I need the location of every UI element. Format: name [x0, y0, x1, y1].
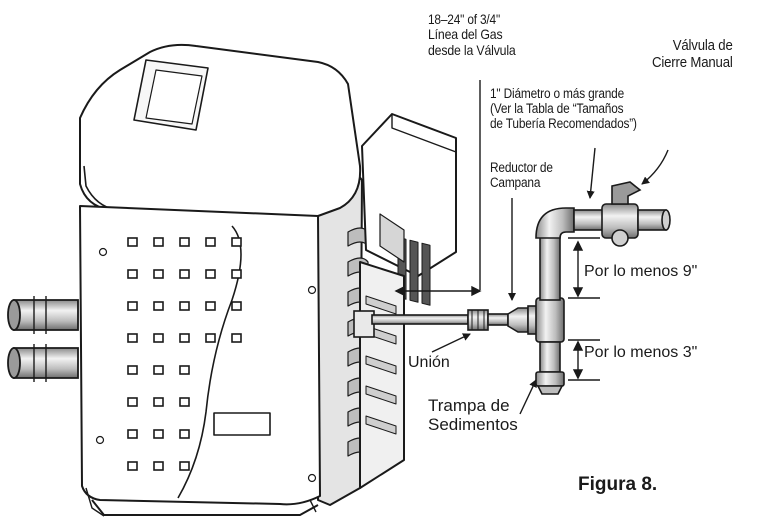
bell-reducer-label-line1: Reductor de [490, 160, 553, 175]
vent-slot [231, 301, 242, 311]
vent-slot [153, 365, 164, 375]
vent-slot [127, 365, 138, 375]
vent-slot [127, 461, 138, 471]
dimension-lines [394, 80, 669, 415]
vent-slot [179, 461, 190, 471]
vent-slot [153, 429, 164, 439]
pool-heater [79, 43, 457, 517]
vent-slot [179, 365, 190, 375]
gas-inlet-bracket [353, 310, 375, 338]
drip-leg-pipe [539, 341, 561, 373]
min-3-label: Por lo menos 3" [584, 344, 698, 361]
vent-slot [153, 269, 164, 279]
vent-slot [179, 237, 190, 247]
vent-slot [231, 237, 242, 247]
pipe-size-label-line2: (Ver la Tabla de “Tamaños [490, 101, 624, 117]
gas-line-label-line3: desde la Válvula [428, 41, 516, 58]
sediment-trap-label-line2: Sedimentos [428, 415, 518, 435]
tee-fitting [535, 297, 565, 343]
vent-slot [153, 333, 164, 343]
front-vent-slots [127, 237, 242, 471]
vent-slot [205, 301, 216, 311]
vent-slot [153, 461, 164, 471]
vent-slot [179, 333, 190, 343]
riser-pipe [539, 231, 561, 301]
vent-slot [231, 269, 242, 279]
pipe-size-label-line3: de Tubería Recomendados”) [490, 116, 637, 132]
vent-slot [127, 397, 138, 407]
vent-slot [127, 269, 138, 279]
valve-handle [611, 181, 642, 205]
gas-line-label-line1: 18–24" of 3/4" [428, 12, 501, 27]
vent-slot [205, 269, 216, 279]
bell-reducer [507, 307, 529, 333]
vent-slot [127, 333, 138, 343]
gas-line-three-quarter [371, 314, 469, 325]
sediment-trap-cap [535, 371, 565, 387]
elbow-fitting [535, 207, 575, 239]
vent-slot [179, 301, 190, 311]
water-connections [7, 296, 79, 382]
vent-slot [179, 269, 190, 279]
vent-slot [179, 397, 190, 407]
vent-slot [153, 237, 164, 247]
vent-slot [153, 397, 164, 407]
shutoff-valve-label-line2: Cierre Manual [652, 53, 733, 71]
bell-reducer-label-line2: Campana [490, 175, 541, 191]
vent-slot [231, 333, 242, 343]
shutoff-valve-label: Válvula de Cierre Manual [652, 37, 733, 72]
panel-screws [95, 247, 317, 483]
gas-line-label: 18–24" of 3/4" Línea del Gas desde la Vá… [428, 12, 516, 58]
gas-line-label-line2: Línea del Gas [428, 26, 503, 43]
heater-base [91, 499, 319, 516]
vent-slot [205, 333, 216, 343]
heater-front-panel [79, 205, 321, 506]
pipe-size-label-line1: 1" Diámetro o más grande [490, 86, 625, 101]
bell-reducer-label: Reductor de Campana [490, 160, 553, 190]
min-9-label: Por lo menos 9" [584, 263, 698, 280]
pipe-size-label: 1" Diámetro o más grande (Ver la Tabla d… [490, 86, 637, 131]
figure-caption: Figura 8. [578, 474, 658, 495]
vent-box [361, 113, 457, 277]
vent-slot [179, 429, 190, 439]
vent-slot [127, 429, 138, 439]
shutoff-valve-label-line1: Válvula de [672, 37, 733, 54]
vent-slot [127, 237, 138, 247]
vent-slot [205, 237, 216, 247]
gas-piping [353, 181, 671, 395]
vent-slot [127, 301, 138, 311]
vent-slot [153, 301, 164, 311]
rating-plate [213, 412, 271, 436]
sediment-trap-label: Trampa de Sedimentos [428, 396, 518, 434]
sediment-trap-label-line1: Trampa de [428, 396, 510, 415]
union-label: Unión [408, 354, 450, 371]
heater-top-cover [79, 43, 362, 221]
